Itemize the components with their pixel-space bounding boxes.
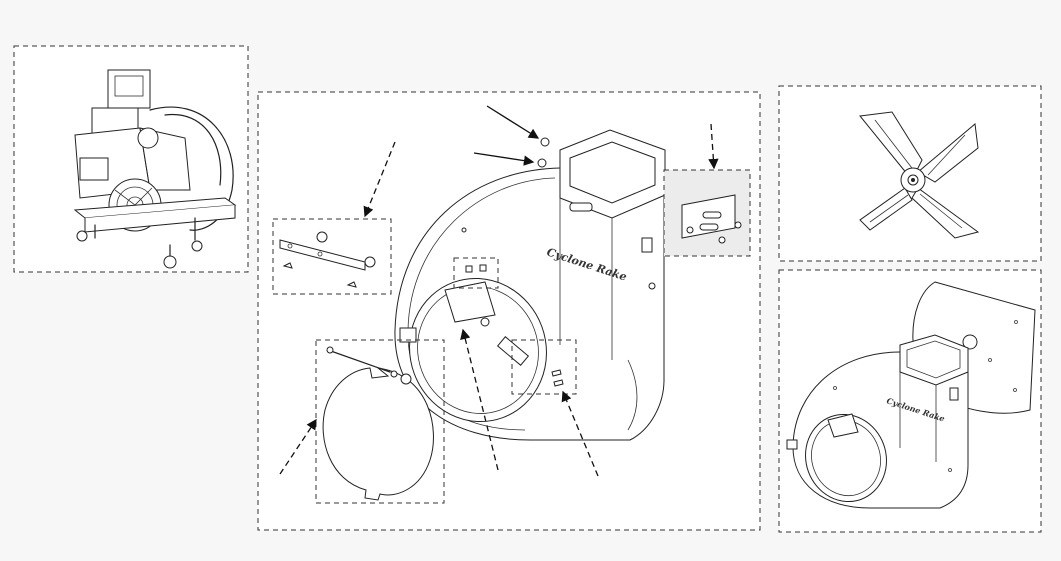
impeller-fan: [859, 111, 980, 239]
intake-cover-plate: [315, 339, 445, 504]
panel-assembled-blower: Cyclone Rake: [778, 269, 1042, 533]
bolt-kit-center: [453, 257, 499, 289]
outlet-bracket-kit: [663, 169, 751, 257]
top-nut: [537, 158, 547, 168]
panel-exploded-blower: Cyclone Rake: [257, 91, 761, 531]
panel-impeller: [778, 85, 1042, 262]
fastener-kit-lower: [511, 339, 577, 395]
support-bracket-kit: [272, 218, 392, 295]
panel-engine-assembly: [13, 45, 249, 273]
top-screw: [540, 137, 550, 147]
